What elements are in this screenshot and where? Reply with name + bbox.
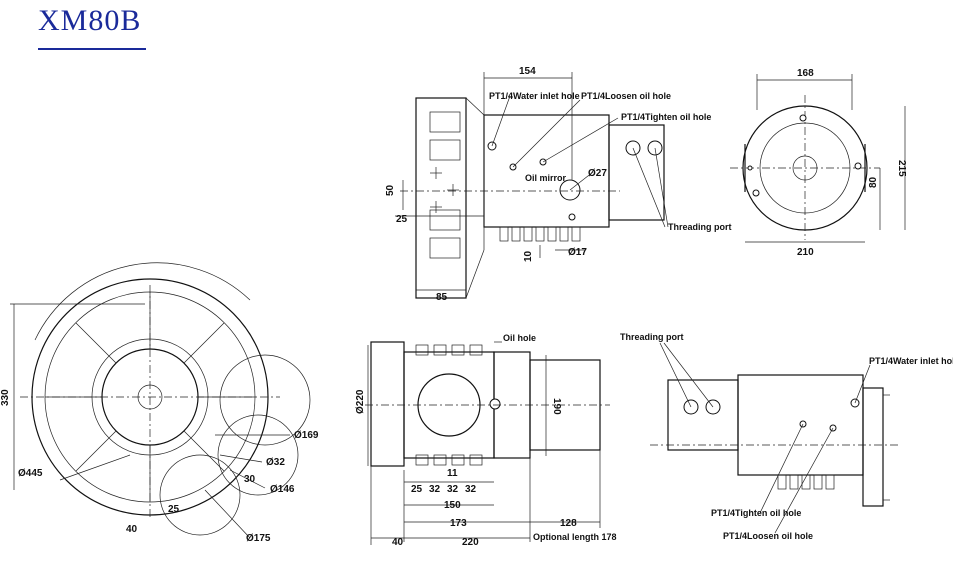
- dim-175: Ø175: [246, 533, 271, 544]
- dim-25: 25: [411, 484, 423, 495]
- dim-150: 150: [444, 500, 461, 511]
- dim-168: 168: [797, 68, 814, 79]
- dim-210: 210: [797, 247, 814, 258]
- dim-30: 30: [244, 474, 256, 485]
- dim-32: Ø32: [266, 457, 285, 468]
- top-end-view: 168 215 80 210: [730, 68, 907, 258]
- front-view: Ø220 190 11 25 32 32 32 150 173 128 40 2…: [355, 333, 617, 548]
- label-threading-port: Threading port: [620, 332, 684, 342]
- dim-32c: 32: [465, 484, 477, 495]
- oil-hole: [489, 398, 501, 410]
- dim-330: 330: [0, 389, 11, 406]
- dim-11: 11: [447, 468, 458, 479]
- dim-80: 80: [868, 176, 879, 188]
- dim-128: 128: [560, 518, 577, 529]
- label-threading-port: Threading port: [668, 222, 732, 232]
- label-loosen-oil: PT1/4Loosen oil hole: [723, 531, 813, 541]
- label-water-inlet: PT1/4Water inlet hole: [489, 91, 580, 101]
- bottom-side-view: Threading port PT1/4Water inlet hole PT1…: [620, 332, 953, 541]
- dim-optional-length: Optional length 178: [533, 532, 617, 542]
- dim-25: 25: [168, 504, 180, 515]
- turret-view: 330 Ø445 Ø169 Ø32 30 Ø146 Ø175 25 40: [0, 262, 319, 544]
- dim-445: Ø445: [18, 468, 43, 479]
- dim-32a: 32: [429, 484, 441, 495]
- title-underline: [38, 48, 146, 50]
- model-title: XM80B: [38, 4, 142, 37]
- dim-85: 85: [436, 292, 448, 303]
- dim-173: 173: [450, 518, 467, 529]
- dim-17: Ø17: [568, 247, 587, 258]
- dim-169: Ø169: [294, 430, 319, 441]
- label-loosen-oil: PT1/4Loosen oil hole: [581, 91, 671, 101]
- dim-50: 50: [385, 184, 396, 196]
- dim-10: 10: [523, 250, 534, 262]
- dim-190: 190: [551, 398, 562, 415]
- dim-25: 25: [396, 214, 408, 225]
- top-side-view: 154 50 25 85 10 Ø17 Ø27 PT1/4Water inlet…: [385, 66, 732, 303]
- dim-215: 215: [896, 160, 907, 177]
- dim-146: Ø146: [270, 484, 295, 495]
- label-tighten-oil: PT1/4Tighten oil hole: [621, 112, 711, 122]
- dim-220: Ø220: [355, 389, 366, 414]
- dim-27: Ø27: [588, 168, 607, 179]
- label-water-inlet: PT1/4Water inlet hole: [869, 356, 953, 366]
- dim-40: 40: [392, 537, 404, 548]
- label-tighten-oil: PT1/4Tighten oil hole: [711, 508, 801, 518]
- dim-32b: 32: [447, 484, 459, 495]
- dim-154: 154: [519, 66, 536, 77]
- label-oil-hole: Oil hole: [503, 333, 536, 343]
- dim-40: 40: [126, 524, 138, 535]
- label-oil-mirror: Oil mirror: [525, 173, 567, 183]
- dim-220b: 220: [462, 537, 479, 548]
